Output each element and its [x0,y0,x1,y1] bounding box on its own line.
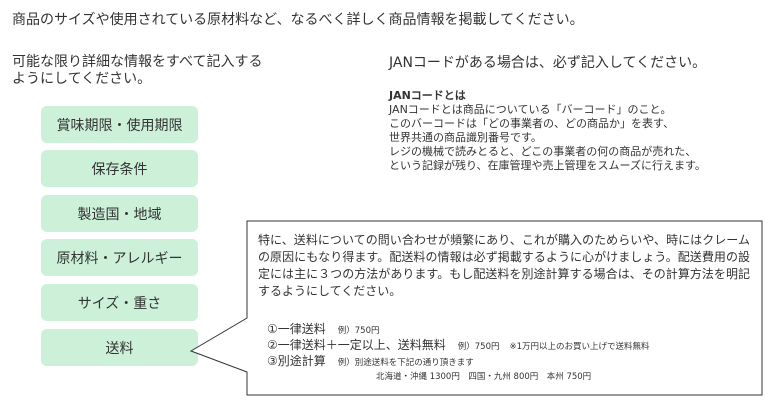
jan-explanation: JANコードとは商品についている「バーコード」のこと。 このバーコードは「どの事… [389,103,706,173]
method-note: ※1万円以上のお買い上げで送料無料 [509,342,650,352]
method-label: ③別途計算 [267,354,326,368]
category-storage: 保存条件 [41,150,198,187]
shipping-description: 特に、送料についての問い合わせが頻繁にあり、これが購入のためらいや、時にはクレー… [258,233,750,298]
shipping-method-free-threshold: ②一律送料＋一定以上、送料無料 例）750円 ※1万円以上のお買い上げで送料無料 [267,334,650,353]
jan-line: レジの機械で読みとると、どこの事業者の何の商品が売れた、 [389,145,697,158]
category-ingredients: 原材料・アレルギー [41,239,198,276]
intro-text: 商品のサイズや使用されている原材料など、なるべく詳しく商品情報を掲載してください… [12,12,584,28]
shipping-method-flat: ①一律送料 例）750円 [267,318,380,337]
method-label: ②一律送料＋一定以上、送料無料 [267,338,446,352]
category-size-weight: サイズ・重さ [41,284,198,321]
regional-shipping-rates: 北海道・沖縄 1300円 四国・九州 800円 本州 750円 [376,372,592,382]
method-example: 例）別途送料を下記の通り頂きます [337,358,474,368]
method-label: ①一律送料 [267,322,326,336]
category-origin: 製造国・地域 [41,195,198,232]
jan-instruction: JANコードがある場合は、必ず記入してください。 [389,55,707,71]
jan-line: JANコードとは商品についている「バーコード」のこと。 [389,103,672,116]
category-shipping: 送料 [41,329,198,366]
category-expiry: 賞味期限・使用期限 [41,106,198,143]
method-example: 例）750円 [337,326,380,336]
detail-instruction: 可能な限り詳細な情報をすべて記入する ようにしてください。 [12,54,263,87]
shipping-method-separate: ③別途計算 例）別途送料を下記の通り頂きます [267,350,474,369]
jan-line: 世界共通の商品識別番号です。 [389,131,542,144]
jan-heading: JANコードとは [389,89,466,102]
jan-line: という記録が残り、在庫管理や売上管理をスムーズに行えます。 [389,159,706,172]
method-example: 例）750円 [457,342,500,352]
jan-line: このバーコードは「どの事業者の、どの商品か」を表す、 [389,117,675,130]
